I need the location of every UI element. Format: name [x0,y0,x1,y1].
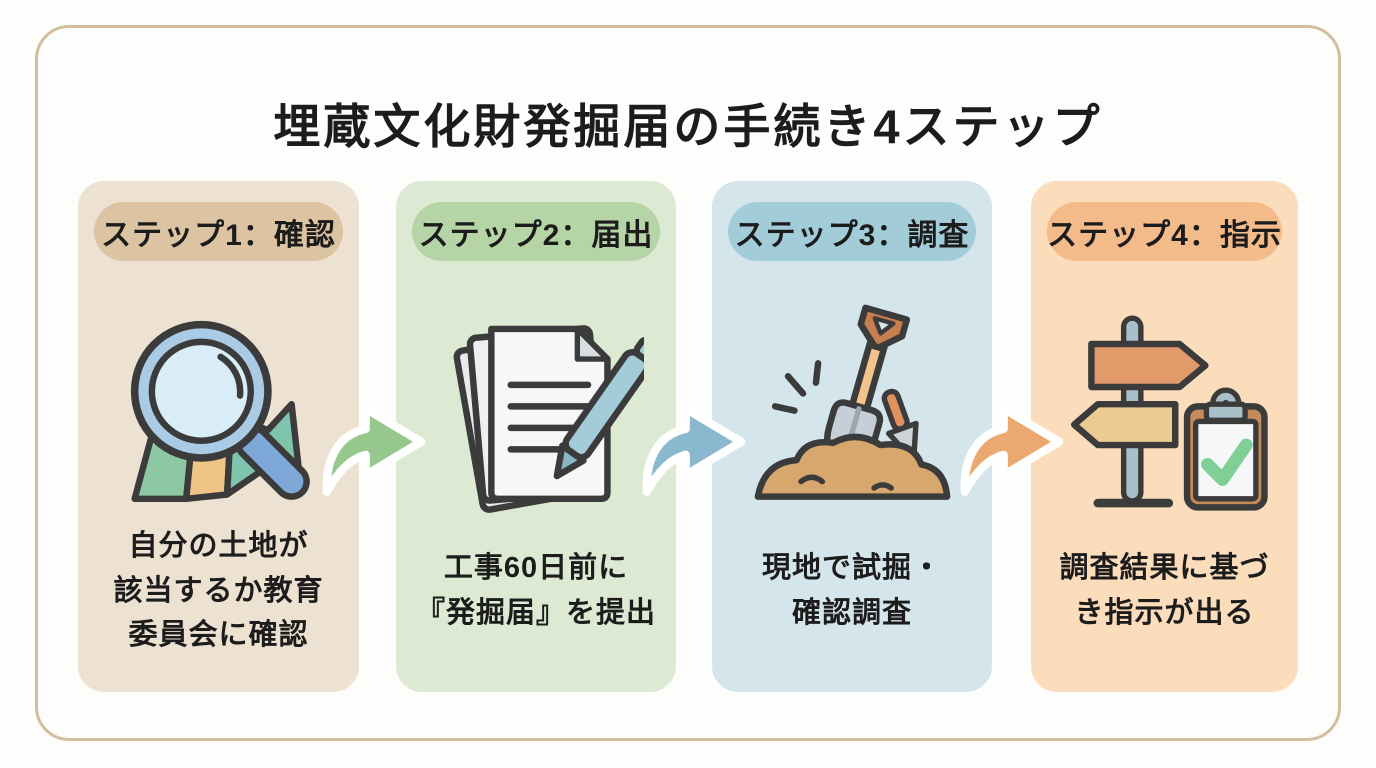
signpost [1070,315,1209,508]
step-4-description: 調査結果に基づ き指示が出る [1059,552,1270,629]
arrow-step3-to-step4 [960,404,1064,496]
clipboard [1183,387,1268,511]
step-2-icon-area [396,291,676,526]
step-1-badge-label: ステップ1：確認 [101,218,336,252]
step-1-icon-area [78,291,359,526]
step-4-badge: ステップ4：指示 [1047,202,1282,261]
step-card-2: ステップ2：届出 [396,181,676,692]
step-4-icon-area [1031,291,1298,526]
magnifier-handle [234,424,310,500]
step-2-badge-label: ステップ2：届出 [418,218,654,252]
step-2-description: 工事60日前に 『発掘届』を提出 [415,552,656,629]
step-card-4: ステップ4：指示 調査結果に基づ き指示が出る [1031,181,1298,692]
magnifier-lens [130,320,272,462]
step-3-badge: ステップ3：調査 [728,202,976,261]
documents-pen-icon [453,325,644,513]
arrow-step2-to-step3 [642,404,746,496]
step-card-3: ステップ3：調査 [712,181,992,692]
checkmark [1201,438,1253,486]
spark-lines [771,360,821,414]
step-1-description: 自分の土地が 該当するか教育 委員会に確認 [113,529,324,652]
step-3-description: 現地で試掘・ 確認調査 [761,552,942,629]
page-title: 埋蔵文化財発掘届の手続き4ステップ [273,100,1103,154]
step-1-badge: ステップ1：確認 [94,202,343,261]
step-4-badge-label: ステップ4：指示 [1047,218,1282,252]
signpost-clipboard-icon [1070,315,1268,511]
shovel-dig-icon [754,304,950,500]
soil-mound [754,433,950,500]
step-3-icon-area [712,291,992,526]
step-2-badge: ステップ2：届出 [412,202,660,261]
step-3-badge-label: ステップ3：調査 [734,218,970,252]
magnifier-map-icon [130,320,310,503]
outer-frame [35,25,1341,741]
pen [553,336,644,480]
step-card-1: ステップ1：確認 自分の土地が 該当するか教育 委員会に確認 [78,181,359,692]
arrow-step1-to-step2 [322,404,426,496]
